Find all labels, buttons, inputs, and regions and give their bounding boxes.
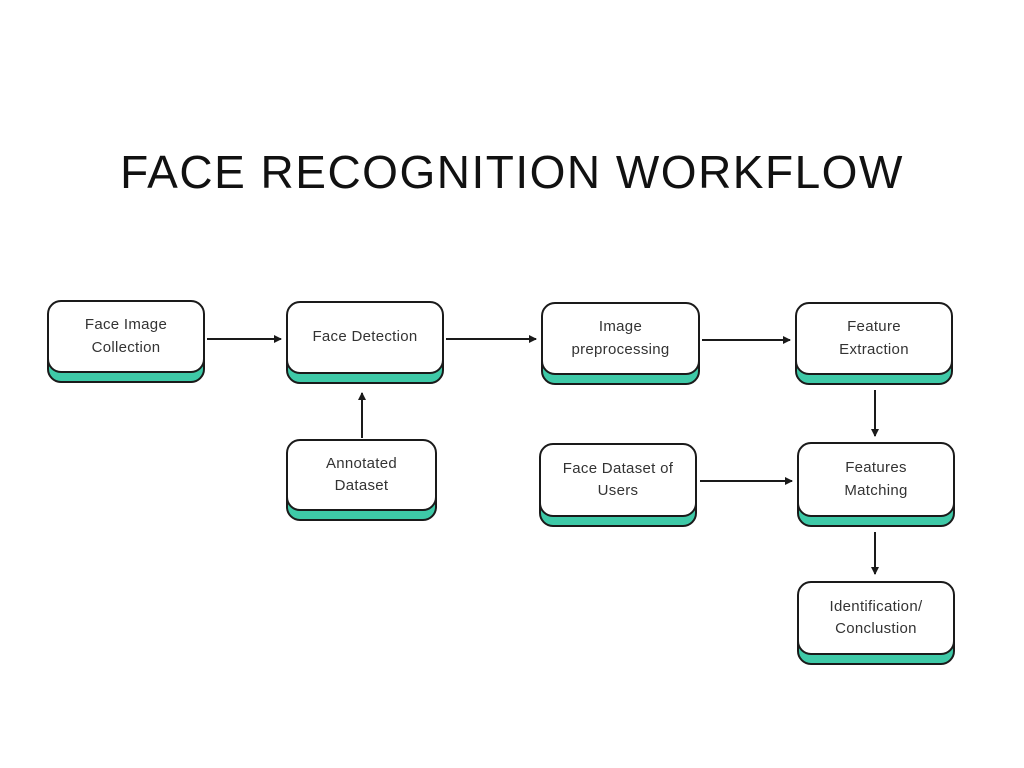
node-box: Face Detection [286,301,444,374]
node-face-detection: Face Detection [286,301,444,384]
node-label: Face Dataset of Users [562,459,674,500]
node-label: Annotated Dataset [325,454,398,495]
node-label: Identification/ Conclustion [829,597,923,638]
node-box: Face Image Collection [47,300,205,373]
node-box: Face Dataset of Users [539,443,697,517]
node-label: Image preprocessing [571,318,670,358]
node-label: Face Image Collection [84,316,168,356]
node-box: Feature Extraction [795,302,953,375]
node-annotated-dataset: Annotated Dataset [286,439,437,521]
node-box: Identification/ Conclustion [797,581,955,655]
node-box: Annotated Dataset [286,439,437,511]
node-box: Features Matching [797,442,955,517]
node-features-matching: Features Matching [797,442,955,527]
node-feature-extraction: Feature Extraction [795,302,953,385]
node-label: Feature Extraction [839,318,909,358]
node-box: Image preprocessing [541,302,700,375]
node-face-dataset-of-users: Face Dataset of Users [539,443,697,527]
node-image-preprocessing: Image preprocessing [541,302,700,385]
node-label: Face Detection [312,328,418,346]
node-identification-conclusion: Identification/ Conclustion [797,581,955,665]
node-face-image-collection: Face Image Collection [47,300,205,383]
diagram-title: FACE RECOGNITION WORKFLOW [120,146,904,198]
node-label: Features Matching [844,459,908,499]
